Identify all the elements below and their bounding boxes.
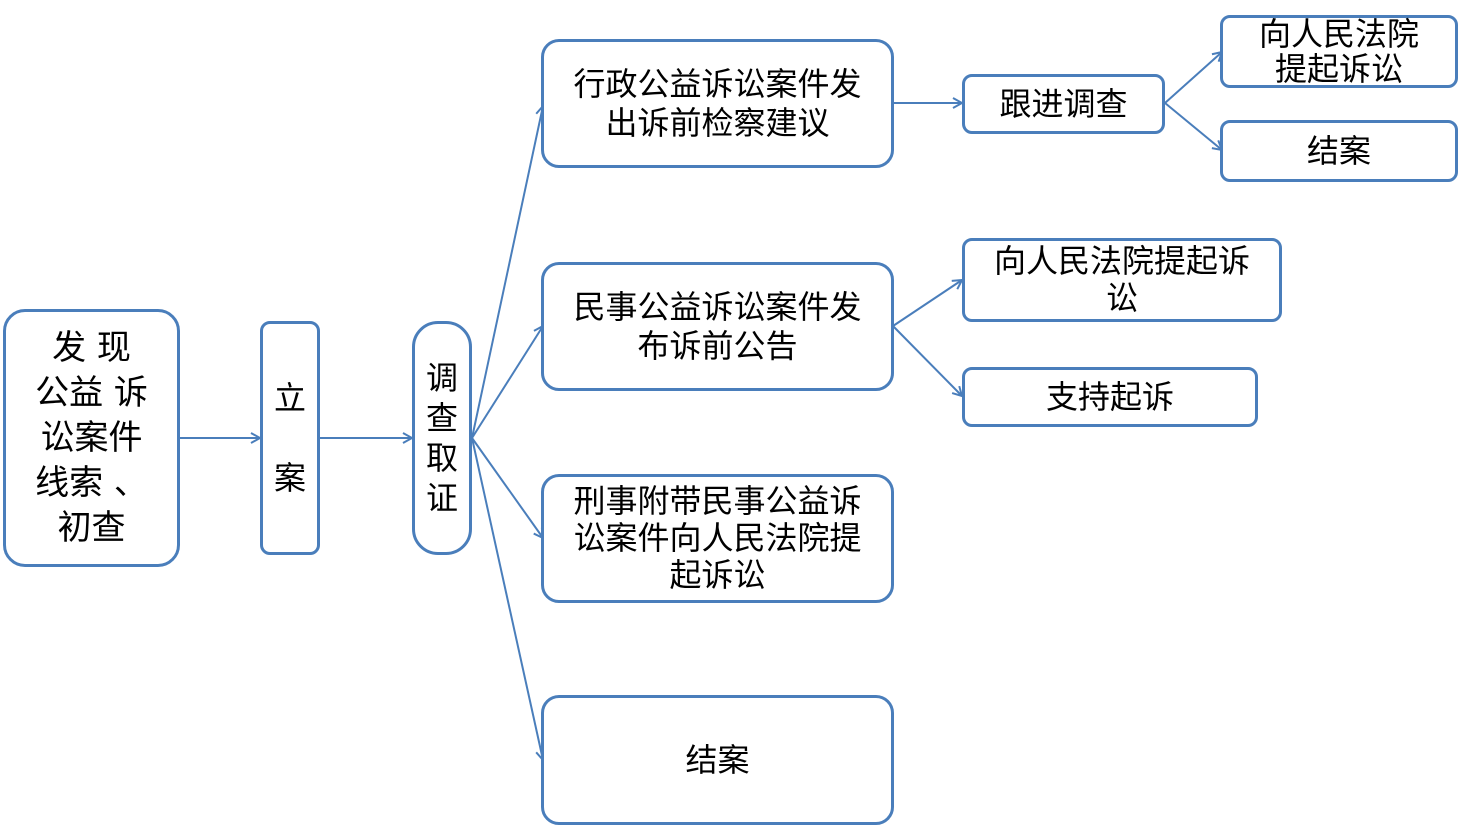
node-sue-court-top-label: 向人民法院 提起诉讼 <box>1258 14 1419 88</box>
node-close-case-top-label: 结案 <box>1306 132 1371 170</box>
node-discover-clues: 发 现 公益 诉 讼案件 线索 、 初查 <box>3 309 180 567</box>
node-investigate-label: 调 查 取 证 <box>425 359 458 517</box>
node-follow-up-investigation-label: 跟进调查 <box>999 85 1128 123</box>
node-criminal-civil-suit-label: 刑事附带民事公益诉 讼案件向人民法院提 起诉讼 <box>573 482 862 594</box>
node-admin-suit: 行政公益诉讼案件发 出诉前检察建议 <box>541 39 894 168</box>
node-sue-court-top: 向人民法院 提起诉讼 <box>1220 15 1458 88</box>
arrow-follow-to-sue-court <box>1164 52 1222 104</box>
node-investigate: 调 查 取 证 <box>412 321 472 555</box>
arrow-civil-to-support <box>892 325 962 396</box>
node-admin-suit-label: 行政公益诉讼案件发 出诉前检察建议 <box>573 64 862 142</box>
arrow-follow-to-close <box>1164 102 1222 150</box>
node-criminal-civil-suit: 刑事附带民事公益诉 讼案件向人民法院提 起诉讼 <box>541 474 894 603</box>
node-civil-suit-label: 民事公益诉讼案件发 布诉前公告 <box>573 287 862 365</box>
node-support-suit-label: 支持起诉 <box>1045 378 1174 416</box>
node-file-case: 立 案 <box>260 321 320 555</box>
node-follow-up-investigation: 跟进调查 <box>962 74 1165 134</box>
node-close-case-main: 结案 <box>541 695 894 825</box>
node-support-suit: 支持起诉 <box>962 367 1258 427</box>
node-file-case-label: 立 案 <box>273 379 306 497</box>
node-sue-court-mid-label: 向人民法院提起诉 讼 <box>993 242 1250 317</box>
arrow-investigate-to-admin <box>471 106 543 439</box>
node-close-case-main-label: 结案 <box>685 740 750 779</box>
node-close-case-top: 结案 <box>1220 120 1458 182</box>
arrow-investigate-to-civil <box>471 326 543 439</box>
node-civil-suit: 民事公益诉讼案件发 布诉前公告 <box>541 262 894 391</box>
arrow-investigate-to-close <box>471 437 543 760</box>
node-sue-court-mid: 向人民法院提起诉 讼 <box>962 238 1282 322</box>
arrow-investigate-to-criminal <box>471 437 543 538</box>
arrow-civil-to-sue-court <box>892 280 962 327</box>
node-discover-clues-label: 发 现 公益 诉 讼案件 线索 、 初查 <box>35 327 148 548</box>
